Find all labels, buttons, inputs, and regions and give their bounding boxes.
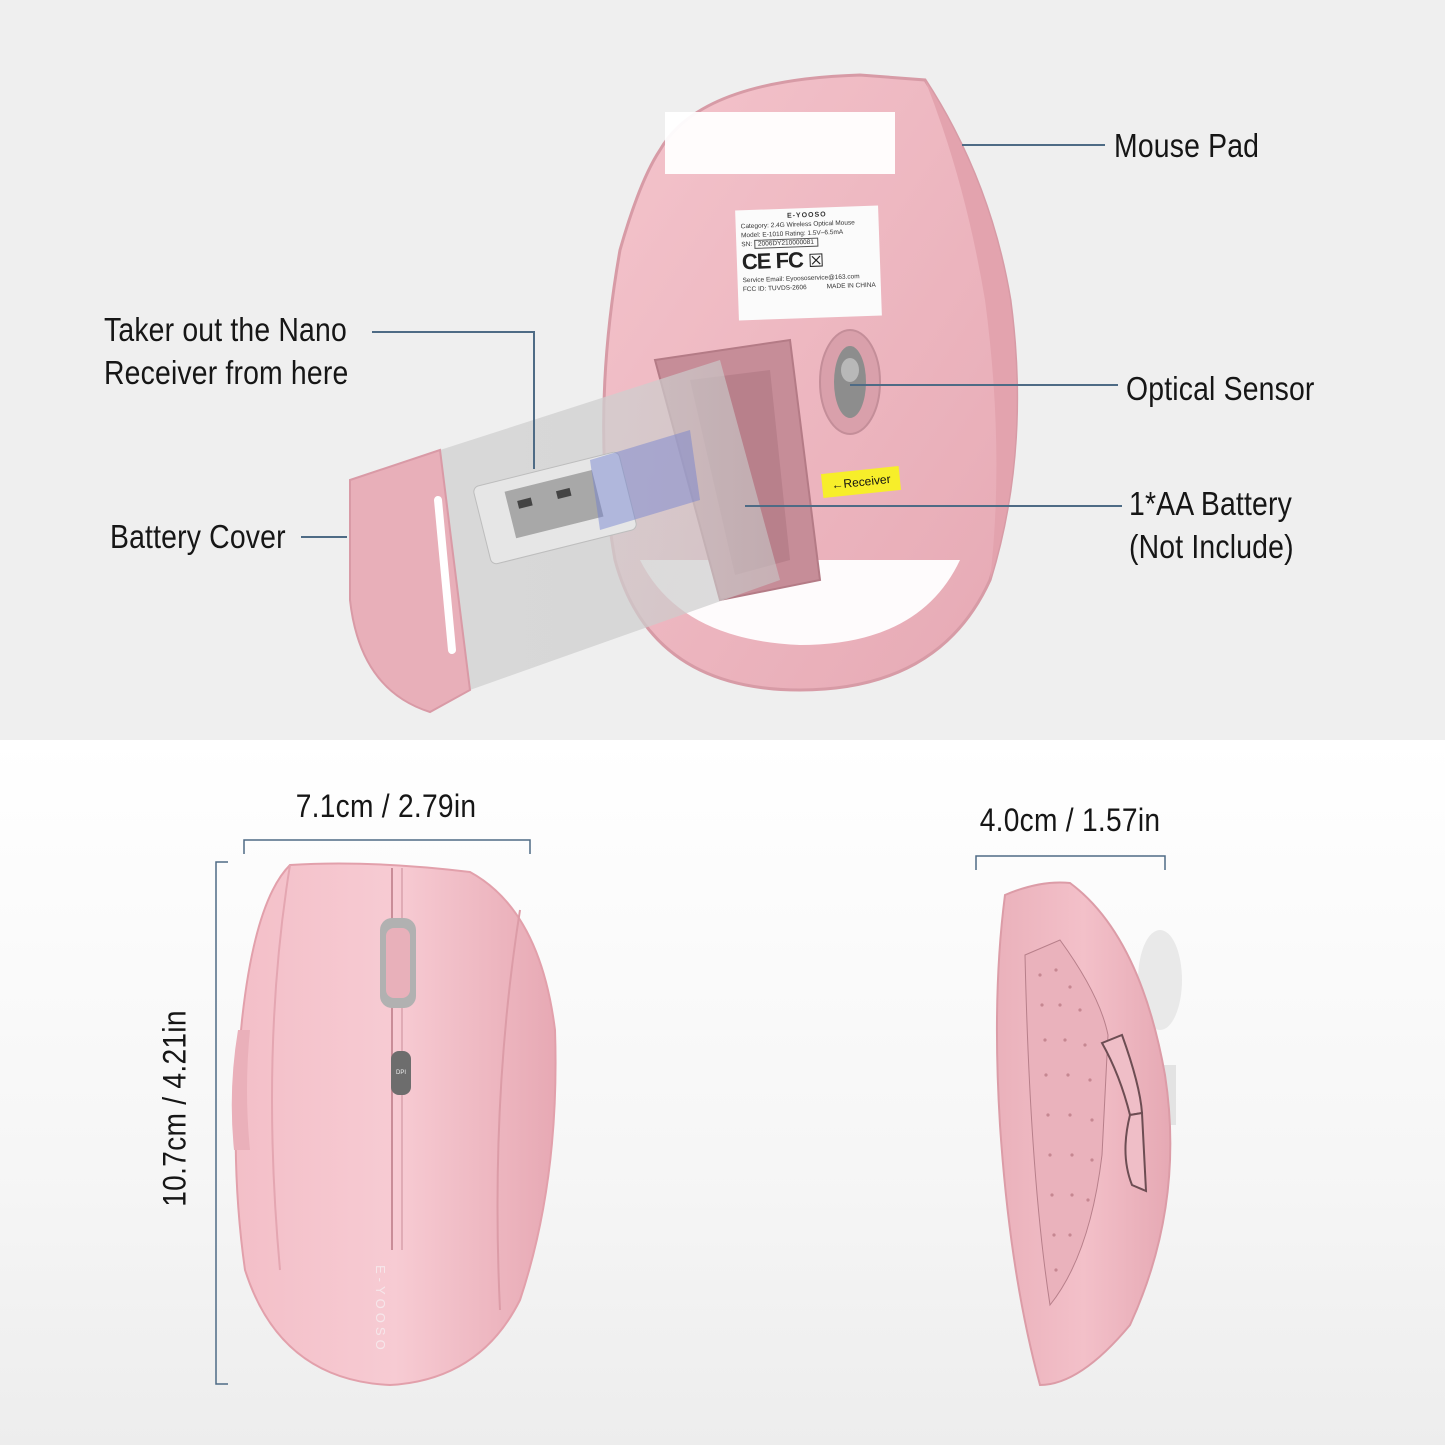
callout-optical-sensor: Optical Sensor bbox=[1126, 370, 1315, 407]
callout-nano-receiver-line2: Receiver from here bbox=[104, 354, 349, 391]
callout-nano-receiver-line1: Taker out the Nano bbox=[104, 311, 347, 348]
mouse-top-view-illustration bbox=[231, 862, 557, 1387]
leader-line-receiver-v bbox=[533, 331, 535, 469]
leader-line-battery bbox=[745, 505, 1122, 507]
callout-battery-line1: 1*AA Battery bbox=[1129, 485, 1292, 522]
origin: MADE IN CHINA bbox=[826, 281, 876, 291]
leader-line-battery-cover bbox=[301, 536, 347, 538]
fcc-id: FCC ID: TUVDS-2606 bbox=[742, 284, 807, 294]
mouse-side-view-illustration bbox=[995, 881, 1182, 1387]
callout-battery-line2: (Not Include) bbox=[1129, 528, 1294, 565]
callout-battery: 1*AA Battery (Not Include) bbox=[1129, 482, 1294, 568]
leader-line-receiver-h bbox=[372, 331, 534, 333]
callout-mouse-pad: Mouse Pad bbox=[1114, 127, 1260, 164]
width-dimension-label: 7.1cm / 2.79in bbox=[295, 788, 477, 824]
mouse-brand-logo: E-YOOSO bbox=[373, 1265, 388, 1354]
width-dimension-bracket bbox=[243, 839, 531, 854]
dpi-button: DPI bbox=[391, 1051, 411, 1095]
callout-nano-receiver: Taker out the Nano Receiver from here bbox=[104, 308, 348, 394]
sn-label: SN: bbox=[741, 240, 753, 249]
product-label: E-YOOSO Category: 2.4G Wireless Optical … bbox=[735, 205, 882, 321]
leader-line-optical-sensor bbox=[850, 384, 1118, 386]
ce-fcc-icon: CE FC bbox=[741, 247, 804, 275]
height-dimension-bracket bbox=[215, 861, 228, 1385]
callout-battery-cover: Battery Cover bbox=[110, 518, 286, 555]
height-dimension-label: 10.7cm / 4.21in bbox=[156, 1010, 193, 1207]
depth-dimension-bracket bbox=[975, 855, 1166, 870]
leader-line-mouse-pad bbox=[962, 144, 1105, 146]
depth-dimension-label: 4.0cm / 1.57in bbox=[979, 802, 1161, 838]
weee-bin-icon: ☒ bbox=[807, 250, 824, 272]
mouse-bottom-view-illustration bbox=[349, 73, 1019, 714]
